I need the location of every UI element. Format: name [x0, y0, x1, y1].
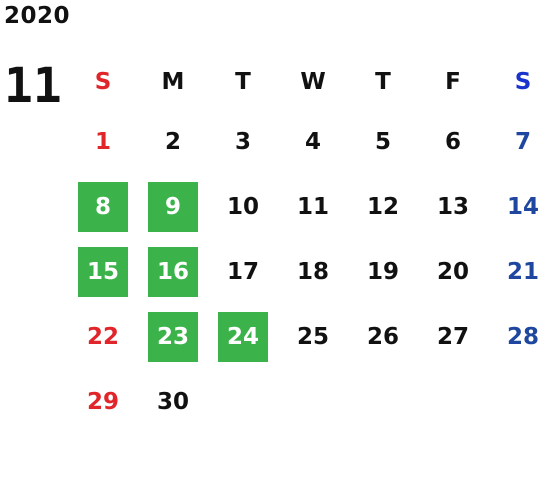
day-number: 5 [374, 128, 391, 155]
day-number: 2 [164, 128, 181, 155]
calendar-day[interactable]: 12 [348, 174, 418, 239]
day-number: 23 [148, 311, 198, 362]
calendar-grid: S M T W T F S 1 2 3 4 5 6 7 8 9 10 11 12… [68, 54, 548, 434]
calendar-day[interactable]: 21 [488, 239, 548, 304]
weekday-header-monday: M [161, 68, 185, 95]
day-number: 6 [444, 128, 461, 155]
calendar-day[interactable]: 6 [418, 109, 488, 174]
day-number: 14 [506, 193, 539, 220]
weekday-header-wednesday: W [300, 68, 326, 95]
calendar-day-highlighted[interactable]: 15 [68, 239, 138, 304]
day-number: 17 [226, 258, 259, 285]
calendar-day-highlighted[interactable]: 9 [138, 174, 208, 239]
day-number: 18 [296, 258, 329, 285]
weekday-header-saturday: S [514, 68, 532, 95]
weekday-header-tuesday: T [235, 68, 251, 95]
day-number: 21 [506, 258, 539, 285]
calendar-day[interactable]: 5 [348, 109, 418, 174]
calendar-day[interactable]: 26 [348, 304, 418, 369]
calendar-day[interactable]: 2 [138, 109, 208, 174]
calendar-day-highlighted[interactable]: 24 [208, 304, 278, 369]
calendar-day[interactable]: 13 [418, 174, 488, 239]
calendar-month-number: 11 [4, 58, 62, 114]
day-number: 4 [304, 128, 321, 155]
calendar-day[interactable]: 11 [278, 174, 348, 239]
calendar-day[interactable]: 3 [208, 109, 278, 174]
calendar-day[interactable]: 14 [488, 174, 548, 239]
day-number: 27 [436, 323, 469, 350]
day-number: 25 [296, 323, 329, 350]
calendar-day-highlighted[interactable]: 8 [68, 174, 138, 239]
day-number: 19 [366, 258, 399, 285]
calendar-day[interactable]: 1 [68, 109, 138, 174]
day-number: 20 [436, 258, 469, 285]
day-number: 13 [436, 193, 469, 220]
day-number: 12 [366, 193, 399, 220]
calendar-day[interactable]: 19 [348, 239, 418, 304]
day-number: 7 [514, 128, 531, 155]
calendar-day[interactable]: 10 [208, 174, 278, 239]
calendar-day[interactable]: 20 [418, 239, 488, 304]
day-number: 16 [148, 246, 198, 297]
day-number: 8 [78, 181, 128, 232]
calendar-day[interactable]: 17 [208, 239, 278, 304]
day-number: 29 [86, 388, 119, 415]
calendar-day-highlighted[interactable]: 23 [138, 304, 208, 369]
calendar-day[interactable]: 4 [278, 109, 348, 174]
weekday-header-sunday: S [94, 68, 112, 95]
weekday-header-thursday: T [375, 68, 391, 95]
day-number: 26 [366, 323, 399, 350]
day-number: 30 [156, 388, 189, 415]
day-number: 3 [234, 128, 251, 155]
day-number: 1 [94, 128, 111, 155]
calendar-day[interactable]: 29 [68, 369, 138, 434]
calendar-day[interactable]: 25 [278, 304, 348, 369]
day-number: 15 [78, 246, 128, 297]
day-number: 24 [218, 311, 268, 362]
day-number: 22 [86, 323, 119, 350]
calendar-day[interactable]: 18 [278, 239, 348, 304]
calendar-day[interactable]: 27 [418, 304, 488, 369]
calendar-day-highlighted[interactable]: 16 [138, 239, 208, 304]
calendar-day[interactable]: 28 [488, 304, 548, 369]
day-number: 10 [226, 193, 259, 220]
day-number: 28 [506, 323, 539, 350]
calendar-day[interactable]: 22 [68, 304, 138, 369]
calendar-day[interactable]: 7 [488, 109, 548, 174]
calendar-day[interactable]: 30 [138, 369, 208, 434]
day-number: 9 [148, 181, 198, 232]
calendar-year: 2020 [4, 3, 71, 29]
day-number: 11 [296, 193, 329, 220]
weekday-header-friday: F [445, 68, 461, 95]
